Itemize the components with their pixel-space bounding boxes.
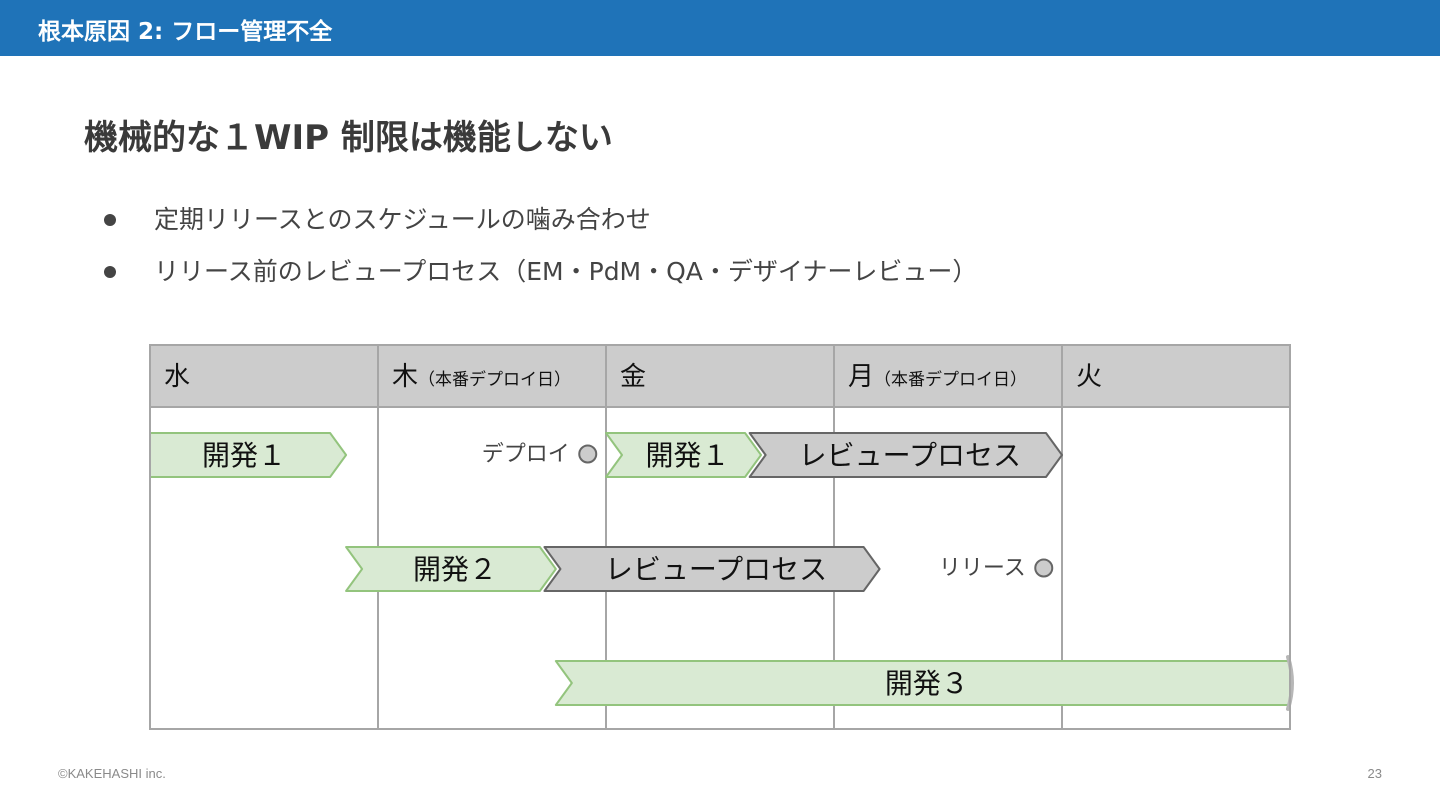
header-title: 根本原因 2: フロー管理不全 (38, 19, 333, 45)
dev-task-bar (554, 660, 1291, 706)
review-task-bar (748, 432, 1063, 478)
slide-title: 機械的な１WIP 制限は機能しない (84, 118, 613, 158)
day-header-background (150, 345, 1290, 407)
milestone-label: リリース (939, 556, 1026, 581)
dev-task-bar (345, 546, 557, 592)
footer-copyright: ©KAKEHASHI inc. (58, 766, 166, 781)
day-name: 金 (620, 362, 646, 392)
day-header-label: 月（本番デプロイ日） (848, 362, 1027, 392)
timeline-frame (149, 344, 1291, 730)
bullet-dot-icon (104, 214, 116, 226)
bullet-item: リリース前のレビュープロセス（EM・PdM・QA・デザイナーレビュー） (104, 246, 977, 298)
dev-task-label: 開発３ (885, 667, 969, 700)
day-note: （本番デプロイ日） (874, 369, 1027, 390)
bullet-text: 定期リリースとのスケジュールの噛み合わせ (154, 205, 651, 234)
day-name: 木 (392, 362, 418, 392)
day-name: 月 (848, 362, 874, 392)
day-header-label: 火 (1076, 362, 1102, 392)
review-task-label: レビュープロセス (605, 553, 827, 586)
dev-task-label: 開発１ (646, 439, 730, 472)
day-header-label: 金 (620, 362, 646, 392)
bullet-dot-icon (104, 266, 116, 278)
day-note: （本番デプロイ日） (418, 369, 571, 390)
milestone-label: デプロイ (482, 442, 570, 467)
day-header-label: 水 (164, 362, 190, 392)
bullet-item: 定期リリースとのスケジュールの噛み合わせ (104, 194, 977, 246)
day-name: 水 (164, 362, 190, 392)
milestone-marker-icon (578, 444, 598, 464)
dev-task-bar (605, 432, 763, 478)
bullet-list: 定期リリースとのスケジュールの噛み合わせ リリース前のレビュープロセス（EM・P… (104, 194, 977, 298)
bullet-text: リリース前のレビュープロセス（EM・PdM・QA・デザイナーレビュー） (154, 257, 978, 286)
review-task-label: レビュープロセス (799, 439, 1021, 472)
day-name: 火 (1076, 362, 1102, 392)
header-bar: 根本原因 2: フロー管理不全 (0, 0, 1440, 56)
dev-task-label: 開発１ (202, 439, 286, 472)
day-header-label: 木（本番デプロイ日） (392, 362, 571, 392)
dev-task-label: 開発２ (413, 553, 497, 586)
page-number: 23 (1367, 766, 1382, 781)
milestone-marker-icon (1034, 558, 1054, 578)
review-task-bar (543, 546, 881, 592)
